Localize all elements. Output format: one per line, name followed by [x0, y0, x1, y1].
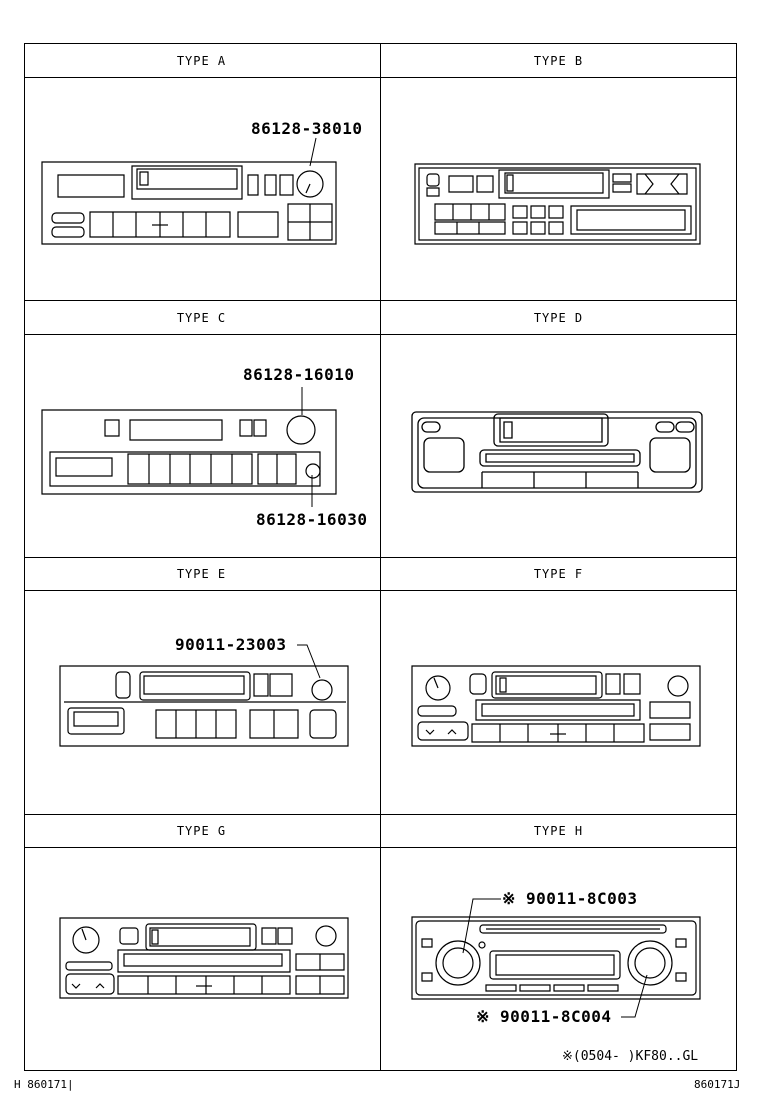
part-number-90011-8c004: ※ 90011-8C004 [476, 1007, 612, 1026]
footer-right-code: 860171J [694, 1078, 741, 1091]
panel-title-e: TYPE E [176, 567, 227, 581]
panel-title-g: TYPE G [176, 824, 227, 838]
radio-type-e [58, 664, 353, 749]
radio-type-c [40, 408, 340, 496]
radio-type-a [40, 155, 340, 250]
panel-title-b: TYPE B [533, 54, 584, 68]
effectivity-note: ※(0504- )KF80..GL [562, 1049, 699, 1064]
footer-left-code: H 860171| [14, 1078, 74, 1091]
leader-line [455, 895, 675, 1025]
part-number-90011-8c003: ※ 90011-8C003 [502, 889, 638, 908]
part-number-86128-16030: 86128-16030 [256, 510, 368, 529]
radio-type-h [410, 915, 705, 1003]
grid-divider [24, 847, 737, 848]
radio-type-g [58, 916, 353, 1001]
radio-type-f [410, 664, 705, 749]
leader-line [290, 385, 320, 515]
grid-divider [24, 300, 737, 301]
panel-title-a: TYPE A [176, 54, 227, 68]
grid-divider [24, 590, 737, 591]
panel-title-h: TYPE H [533, 824, 584, 838]
panel-title-d: TYPE D [533, 311, 584, 325]
panel-title-c: TYPE C [176, 311, 227, 325]
grid-divider [24, 334, 737, 335]
part-number-86128-16010: 86128-16010 [243, 365, 355, 384]
part-number-90011-23003: 90011-23003 [175, 635, 287, 654]
part-number-86128-38010: 86128-38010 [251, 119, 363, 138]
leader-line [295, 640, 335, 685]
grid-divider [24, 557, 737, 558]
panel-title-f: TYPE F [533, 567, 584, 581]
grid-divider [24, 814, 737, 815]
grid-divider [24, 77, 737, 78]
leader-line [300, 136, 330, 186]
radio-type-d [410, 410, 705, 495]
radio-type-b [413, 162, 703, 247]
